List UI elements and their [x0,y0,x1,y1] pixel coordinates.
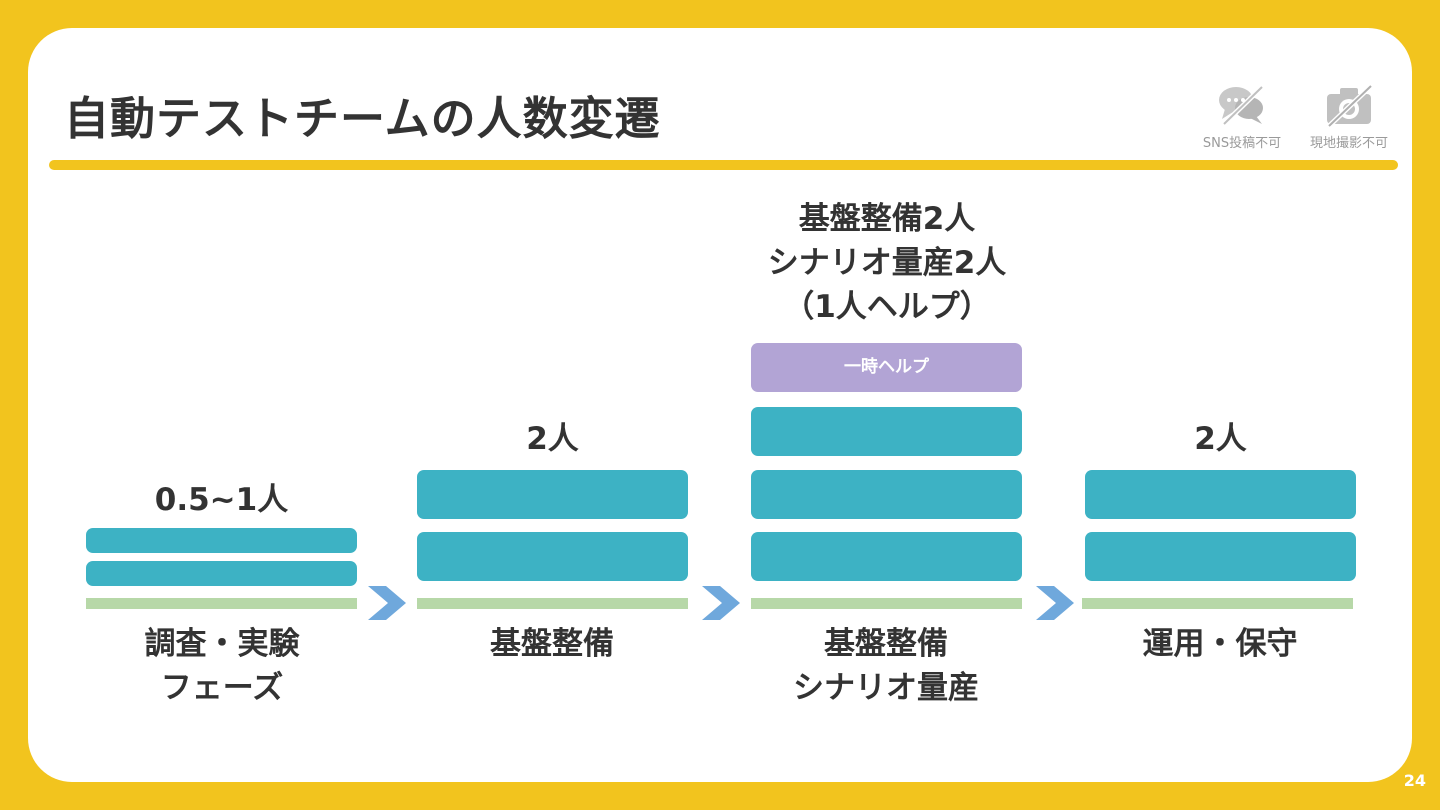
member-block [1085,470,1356,519]
phase-1-label: 調査・実験 フェーズ [144,626,300,706]
phase-1-headcount: 0.5~1人 [154,482,289,518]
notice-label: 現地撮影不可 [1309,136,1388,151]
phase-base-line [1082,598,1353,609]
phase-2-label: 基盤整備 [490,626,614,662]
arrow-right-icon [1036,586,1074,620]
member-block [86,561,357,586]
page-number: 24 [1403,771,1426,790]
no-sns-icon [1219,85,1264,126]
no-photo-icon [1327,84,1373,128]
phase-base-line [417,598,688,609]
member-block [751,532,1022,581]
member-block [1085,532,1356,581]
member-block [751,407,1022,456]
phase-base-line [751,598,1022,609]
phase-3-label: 基盤整備 シナリオ量産 [793,626,979,706]
arrow-right-icon [368,586,406,620]
slide-card [28,28,1412,782]
temporary-help-block: 一時ヘルプ [751,343,1022,392]
member-block [417,532,688,581]
title-underline [49,160,1398,170]
slide-title: 自動テストチームの人数変遷 [64,92,661,145]
member-block [751,470,1022,519]
member-block [417,470,688,519]
phase-base-line [86,598,357,609]
notice-label: SNS投稿不可 [1202,136,1282,151]
notice-no-photo: 現地撮影不可 [1299,84,1399,151]
arrow-right-icon [702,586,740,620]
notice-no-sns: SNS投稿不可 [1192,84,1292,151]
phase-3-headcount: 基盤整備2人 シナリオ量産2人 （1人ヘルプ） [767,201,1007,325]
phase-2-headcount: 2人 [526,421,579,457]
phase-4-headcount: 2人 [1194,421,1247,457]
phase-4-label: 運用・保守 [1142,626,1298,662]
member-block [86,528,357,553]
